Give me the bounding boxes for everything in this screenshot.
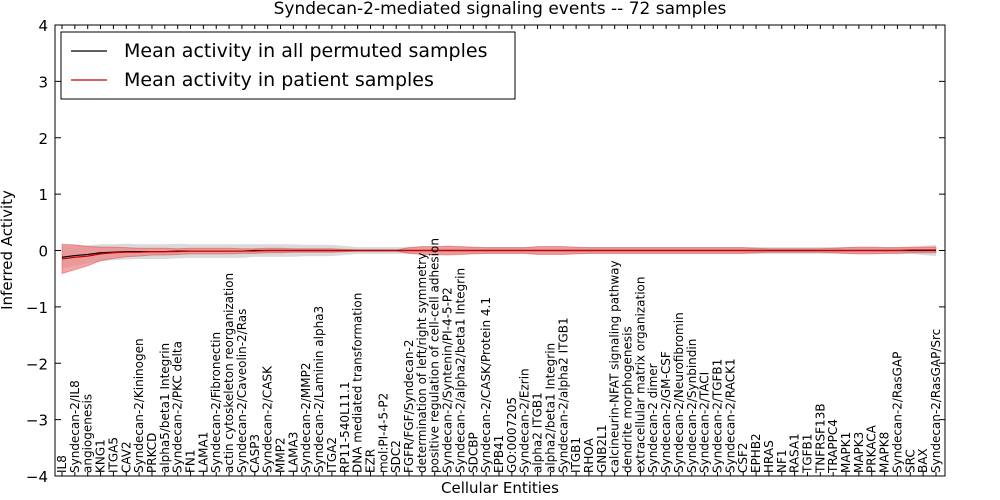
x-tick-label: alpha2/beta1 Integrin	[543, 343, 557, 473]
x-tick-label: calcineurin-NFAT signaling pathway	[608, 260, 622, 473]
x-tick-label: Syndecan-2/TACI	[698, 372, 712, 473]
series-line-patient	[61, 249, 936, 260]
x-tick-label: BAX	[916, 448, 930, 473]
x-tick-label: FGFR/FGF/Syndecan-2	[402, 340, 416, 473]
x-tick-label: FN1	[184, 449, 198, 473]
chart-title: Syndecan-2-mediated signaling events -- …	[274, 0, 727, 19]
series-lines	[61, 249, 936, 260]
x-tick-label: Syndecan-2/Laminin alpha3	[312, 306, 326, 473]
x-tick-label: Syndecan-2/CASK	[261, 365, 275, 473]
x-tick-label: SDC2	[389, 440, 403, 473]
y-tick-label: −4	[26, 468, 48, 486]
x-tick-label: Syndecan-2/IL8	[68, 380, 82, 473]
x-tick-label: Syndecan-2/Neurofibromin	[672, 312, 686, 473]
y-tick-label: 2	[38, 130, 48, 148]
x-tick-label: dendrite morphogenesis	[621, 326, 635, 473]
x-tick-label: alpha5/beta1 Integrin	[158, 343, 172, 473]
x-tick-label: Syndecan-2/alpha2/beta1 Integrin	[453, 268, 467, 473]
x-tick-label: EPHB2	[749, 433, 763, 473]
x-axis-ticks: IL8Syndecan-2/IL8angiogenesisKNG1ITGA5CA…	[55, 25, 943, 476]
x-tick-label: Syndecan-2/TGFB1	[711, 359, 725, 473]
x-tick-label: ITGA2	[325, 437, 339, 473]
x-tick-label: LAMA3	[286, 432, 300, 473]
y-tick-label: 4	[38, 17, 48, 35]
legend-frame	[60, 31, 516, 100]
y-tick-label: −2	[26, 355, 48, 373]
x-tick-label: Syndecan-2/alpha2 ITGB1	[556, 317, 570, 473]
y-tick-label: 1	[38, 186, 48, 204]
x-tick-label: GNB2L1	[595, 425, 609, 473]
x-tick-label: EZR	[363, 449, 377, 473]
x-tick-label: Syndecan-2/RasGAP	[890, 352, 904, 473]
legend: Mean activity in all permuted samples Me…	[60, 31, 516, 100]
x-tick-label: MAPK8	[878, 432, 892, 473]
x-tick-label: CSF2	[736, 442, 750, 473]
x-tick-label: PRKCD	[145, 433, 159, 473]
y-tick-label: −3	[26, 412, 48, 430]
x-tick-label: ITGA5	[106, 437, 120, 473]
x-tick-label: Syndecan-2/CASK/Protein 4.1	[479, 297, 493, 473]
x-tick-label: Syndecan-2/Fibronectin	[209, 332, 223, 473]
x-tick-label: RP11-540L11.1	[338, 382, 352, 473]
x-tick-label: SRC	[903, 449, 917, 473]
x-tick-label: Syndecan-2/Synbindin	[685, 339, 699, 473]
x-tick-label: LAMA1	[196, 432, 210, 473]
x-tick-label: Syndecan-2/RasGAP/Src	[929, 329, 943, 473]
x-tick-label: PRKACA	[865, 424, 879, 473]
x-tick-label: CAV2	[119, 441, 133, 473]
x-tick-label: SDCBP	[466, 432, 480, 473]
x-tick-label: extracellular matrix organization	[633, 277, 647, 474]
x-tick-label: GO:0007205	[505, 397, 519, 473]
x-tick-label: MAPK1	[839, 432, 853, 473]
plot-frame	[54, 24, 946, 477]
x-tick-label: Syndecan-2/Caveolin-2/Ras	[235, 309, 249, 473]
x-tick-label: determination of left/right symmetry	[415, 253, 429, 473]
x-tick-label: MAPK3	[852, 432, 866, 473]
x-tick-label: HRAS	[762, 440, 776, 473]
x-tick-label: Syndecan-2/RACK1	[723, 358, 737, 473]
x-tick-label: NF1	[775, 449, 789, 473]
x-tick-label: ITGB1	[569, 437, 583, 473]
x-tick-label: alpha2 ITGB1	[531, 392, 545, 473]
legend-label-patient: Mean activity in patient samples	[124, 69, 434, 91]
y-tick-label: −1	[26, 299, 48, 317]
x-tick-label: TNFRSF13B	[813, 403, 827, 474]
x-tick-label: Syndecan-2/Syntenin/PI-4-5-P2	[441, 287, 455, 473]
x-axis-label: Cellular Entities	[441, 479, 559, 497]
x-tick-label: mol:PI-4-5-P2	[376, 393, 390, 473]
x-tick-label: Syndecan-2/GM-CSF	[659, 351, 673, 473]
x-tick-label: RASA1	[788, 433, 802, 473]
x-tick-label: DNA mediated transformation	[351, 293, 365, 473]
x-tick-label: Syndecan-2/Kininogen	[132, 338, 146, 473]
x-tick-label: CASP3	[248, 434, 262, 473]
x-tick-label: IL8	[55, 455, 69, 473]
x-tick-label: EPB41	[492, 435, 506, 473]
legend-label-permuted: Mean activity in all permuted samples	[124, 40, 487, 62]
x-tick-label: KNG1	[94, 439, 108, 473]
x-tick-label: TRAPPC4	[826, 419, 840, 474]
x-tick-label: Syndecan-2/PKC delta	[171, 341, 185, 473]
confidence-bands	[61, 243, 937, 275]
x-tick-label: Syndecan-2/Ezrin	[518, 368, 532, 473]
x-tick-label: Syndecan-2 dimer	[646, 363, 660, 473]
x-tick-label: positive regulation of cell-cell adhesio…	[428, 238, 442, 473]
x-tick-label: TGFB1	[800, 434, 814, 474]
y-tick-label: 3	[38, 73, 48, 91]
x-tick-label: actin cytoskeleton reorganization	[222, 273, 236, 473]
band-patient	[61, 243, 937, 275]
x-tick-label: angiogenesis	[81, 394, 95, 473]
y-tick-label: 0	[38, 243, 48, 261]
x-tick-label: MMP2	[274, 437, 288, 473]
x-tick-label: RHOA	[582, 437, 596, 473]
x-tick-label: Syndecan-2/MMP2	[299, 363, 313, 473]
y-axis-label: Inferred Activity	[0, 190, 16, 310]
